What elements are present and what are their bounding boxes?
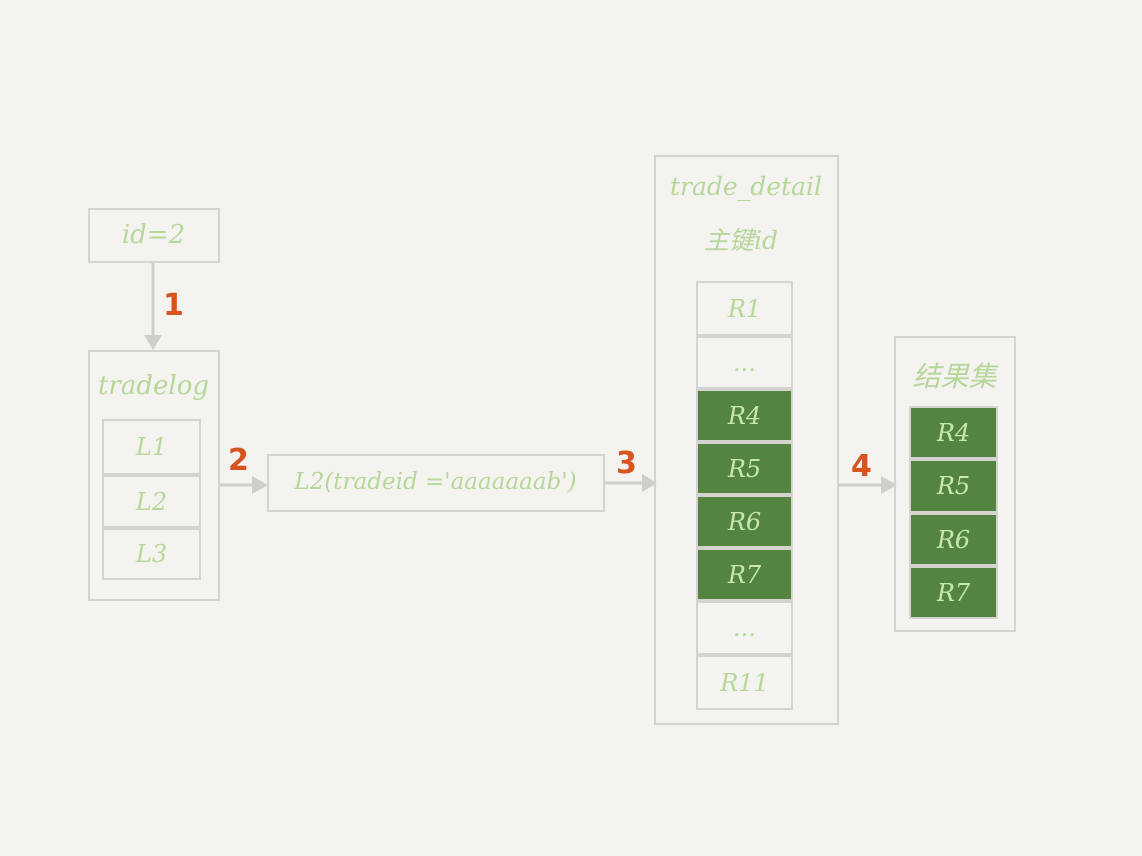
tradelog-row-1: L2 xyxy=(102,475,201,528)
trade-detail-row-7: R11 xyxy=(696,655,793,710)
step-4-label: 4 xyxy=(851,449,872,484)
trade-detail-row-0: R1 xyxy=(696,281,793,336)
lookup-box: L2(tradeid ='aaaaaaab') xyxy=(267,454,605,512)
trade-detail-row-1: ... xyxy=(696,336,793,389)
trade-detail-row-2: R4 xyxy=(696,389,793,442)
trade-detail-table: trade_detail 主键id xyxy=(654,155,839,725)
tradelog-row-0: L1 xyxy=(102,419,201,475)
trade-detail-title: trade_detail xyxy=(670,172,822,201)
arrow-4-head xyxy=(881,476,897,494)
arrow-3-head xyxy=(642,474,657,492)
step-3-label: 3 xyxy=(616,446,637,481)
trade-detail-row-4: R6 xyxy=(696,495,793,548)
result-set: 结果集 xyxy=(894,336,1016,632)
tradelog-row-2: L3 xyxy=(102,528,201,580)
tradelog-title: tradelog xyxy=(97,371,210,401)
trade-detail-row-3: R5 xyxy=(696,442,793,495)
arrow-1-head xyxy=(144,335,162,350)
result-row-2: R6 xyxy=(909,513,998,566)
result-set-title: 结果集 xyxy=(912,360,997,393)
result-row-0: R4 xyxy=(909,406,998,459)
result-row-3: R7 xyxy=(909,566,998,619)
trade-detail-row-5: R7 xyxy=(696,548,793,601)
arrow-2-head xyxy=(252,476,268,494)
result-row-1: R5 xyxy=(909,459,998,513)
lookup-label: L2(tradeid ='aaaaaaab') xyxy=(294,469,577,495)
step-2-label: 2 xyxy=(228,443,249,478)
trade-detail-subtitle: 主键id xyxy=(704,226,778,255)
trade-detail-row-6: ... xyxy=(696,601,793,655)
step-1-label: 1 xyxy=(163,288,184,323)
tradelog-index: tradelog xyxy=(88,350,220,601)
query-box: id=2 xyxy=(88,208,220,263)
query-label: id=2 xyxy=(121,220,186,250)
